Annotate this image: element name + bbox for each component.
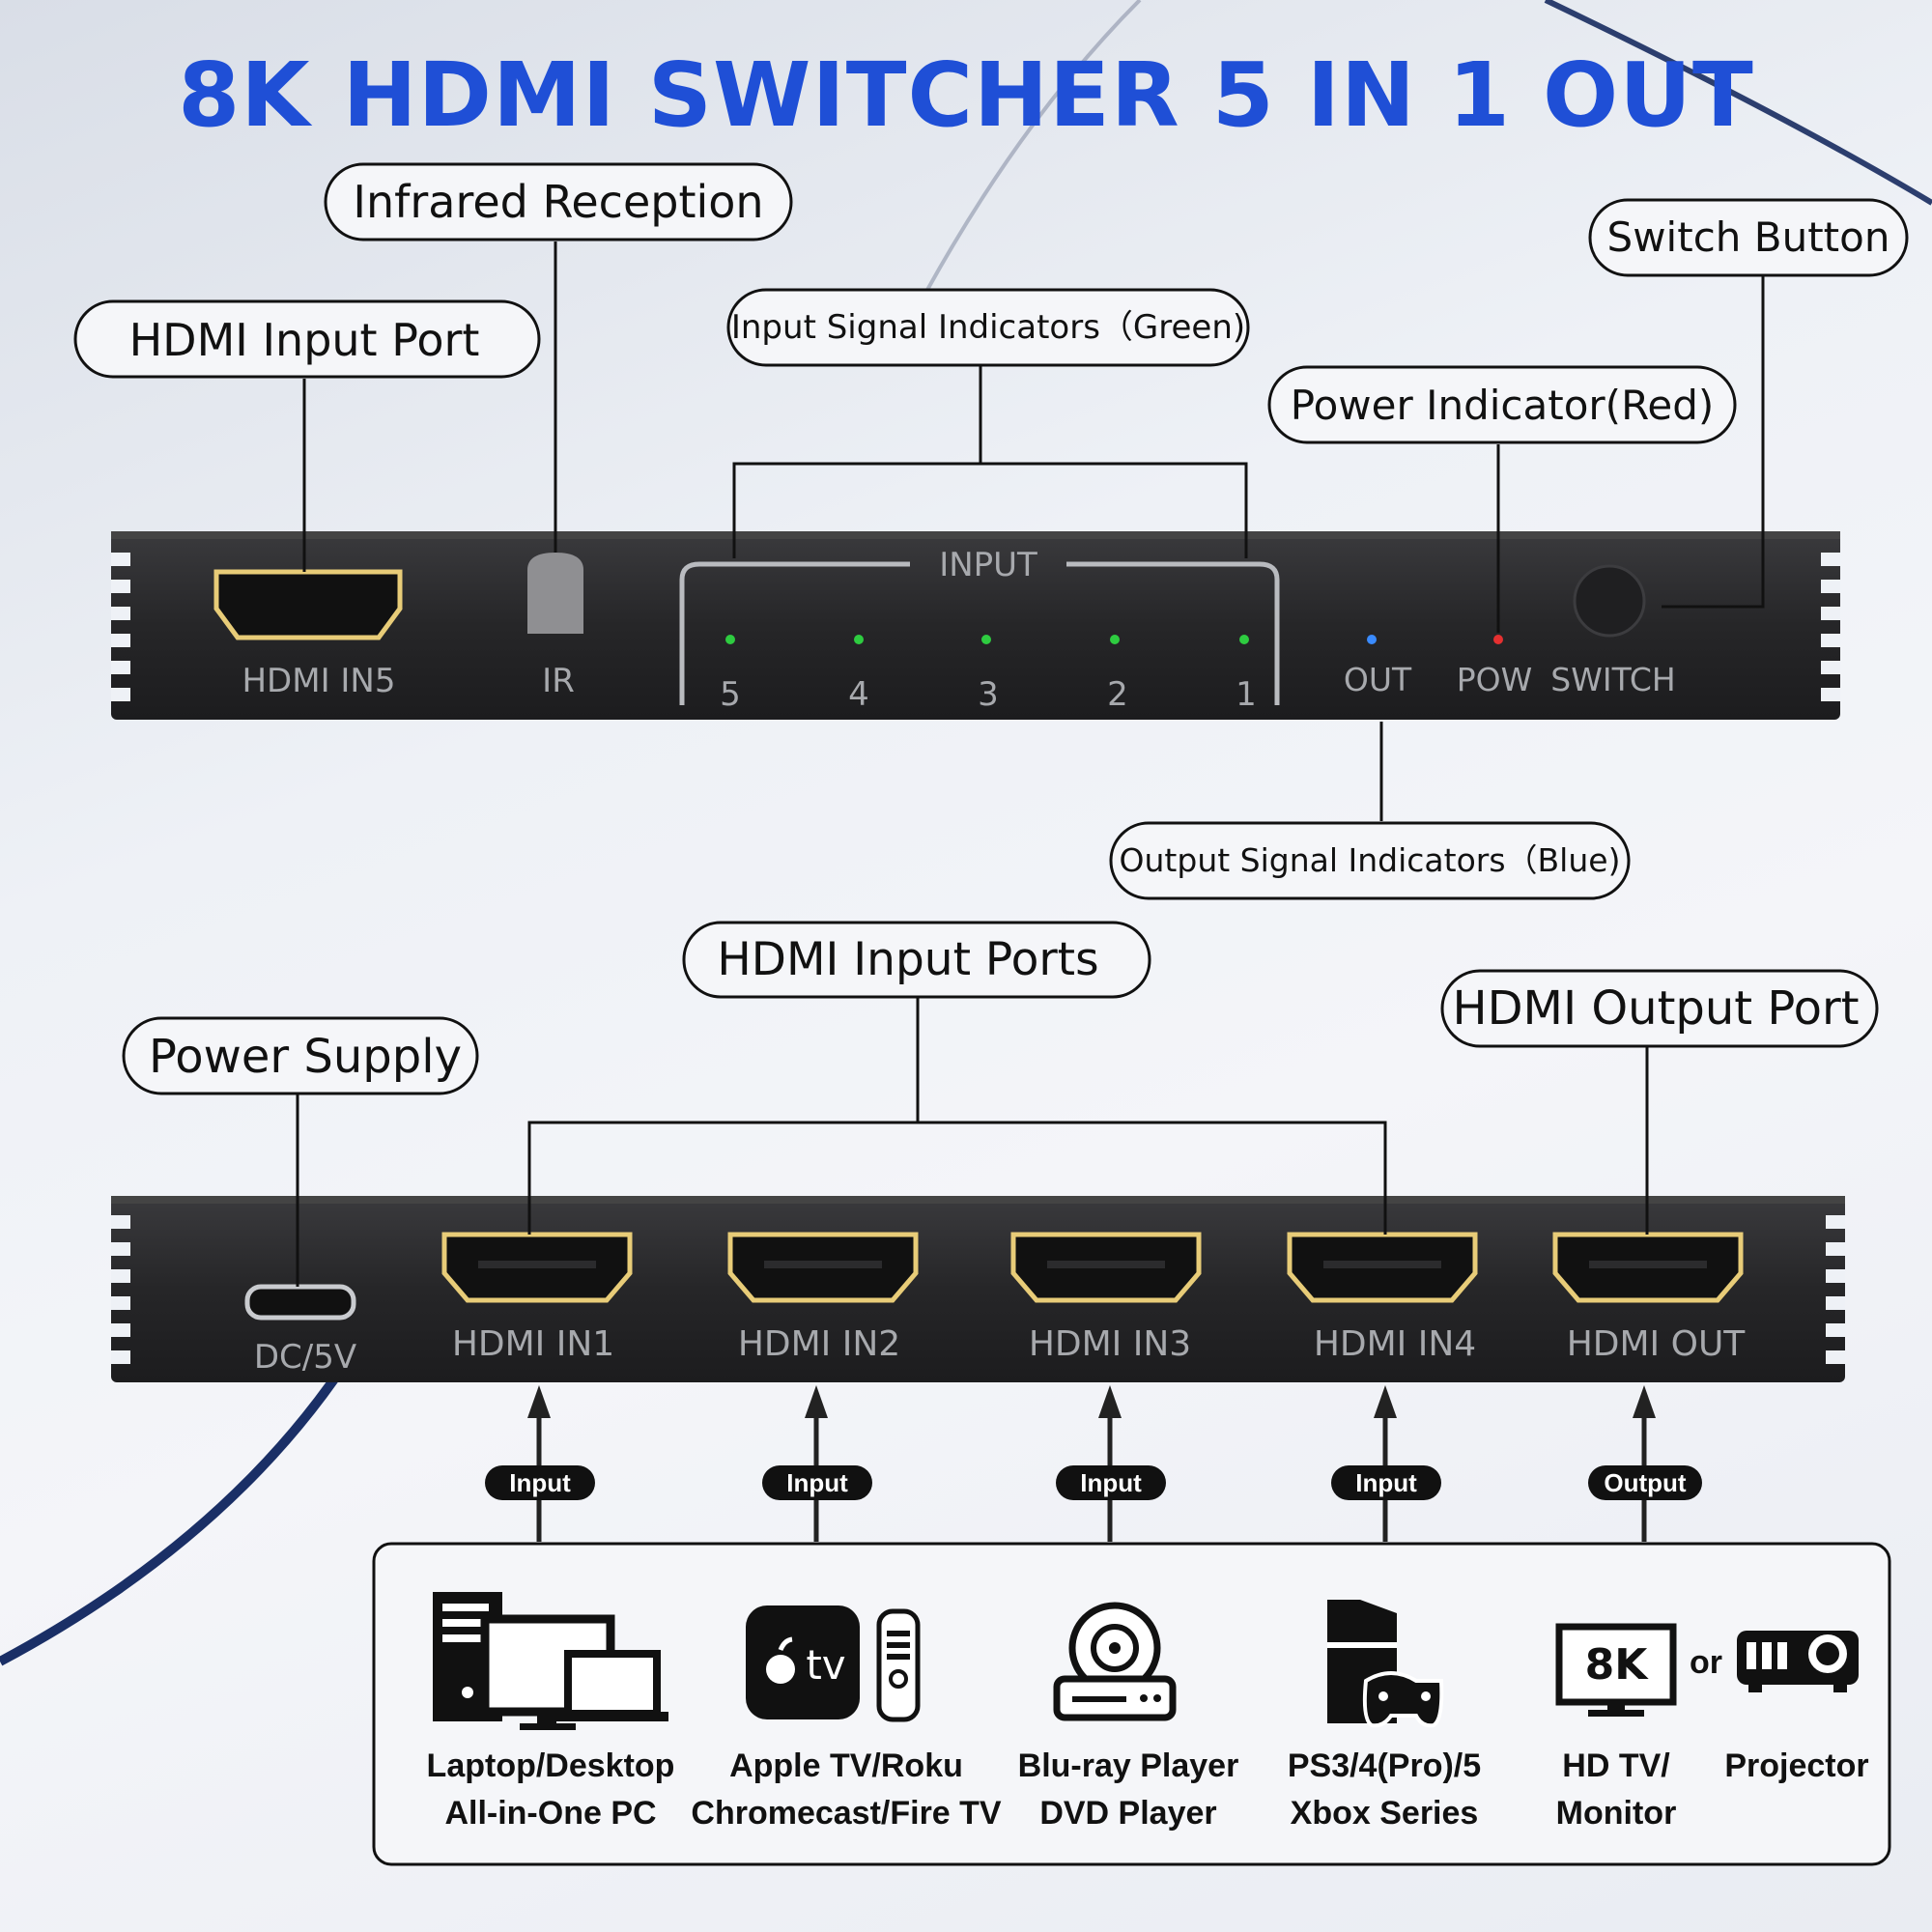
background-swoosh [925, 0, 1142, 291]
callout-hdmi-output-port: HDMI Output Port [1440, 969, 1879, 1048]
svg-text:HDMI Input Ports: HDMI Input Ports [717, 933, 1098, 986]
device-label-hdtv-1: HD TV/ [1562, 1747, 1670, 1784]
computer-icon [433, 1592, 668, 1730]
tv-logo-text: tv [806, 1641, 845, 1689]
or-text: or [1690, 1644, 1722, 1681]
front-panel: HDMI IN5 IR INPUT 5 4 3 2 1 OUT POW SWIT… [111, 531, 1840, 720]
ir-label: IR [542, 662, 575, 700]
channel-label-5: 5 [720, 675, 741, 714]
callout-power-supply: Power Supply [122, 1016, 479, 1095]
input-led-3 [981, 635, 991, 644]
flow-pill-5: Output [1588, 1465, 1702, 1500]
back-panel: DC/5V HDMI IN1 HDMI IN2 HDMI IN3 HDMI IN… [111, 1196, 1845, 1382]
hdmi-in1-label: HDMI IN1 [452, 1324, 614, 1364]
game-console-icon [1327, 1600, 1444, 1728]
pow-label: POW [1457, 661, 1533, 698]
callout-switch-button: Switch Button [1588, 198, 1909, 277]
device-label-appletv-2: Chromecast/Fire TV [691, 1795, 1002, 1832]
channel-label-4: 4 [848, 675, 869, 714]
input-label: INPUT [939, 546, 1037, 584]
svg-text:Output: Output [1604, 1468, 1687, 1497]
callout-infrared: Infrared Reception [324, 162, 793, 242]
out-label: OUT [1344, 661, 1412, 698]
input-led-2 [1110, 635, 1120, 644]
tv-monitor-icon: 8K [1555, 1623, 1677, 1717]
bluray-player-icon [1053, 1602, 1177, 1721]
projector-icon [1737, 1631, 1859, 1692]
flow-arrowheads [527, 1385, 1656, 1418]
flow-pill-4: Input [1331, 1465, 1441, 1500]
arrow-up-icon [1633, 1385, 1656, 1418]
device-label-projector: Projector [1724, 1747, 1868, 1784]
channel-label-3: 3 [978, 675, 999, 714]
dc-label: DC/5V [254, 1338, 356, 1377]
arrow-up-icon [1098, 1385, 1122, 1418]
device-label-laptop-1: Laptop/Desktop [427, 1747, 675, 1784]
svg-text:Power Indicator(Red): Power Indicator(Red) [1291, 382, 1715, 429]
arrow-up-icon [805, 1385, 828, 1418]
hdmi-in3-label: HDMI IN3 [1029, 1324, 1191, 1364]
device-label-laptop-2: All-in-One PC [444, 1795, 656, 1832]
callout-output-signal: Output Signal Indicators（Blue) [1109, 821, 1631, 900]
svg-text:HDMI Input Port: HDMI Input Port [129, 314, 480, 366]
svg-text:Input Signal Indicators（Green): Input Signal Indicators（Green) [731, 308, 1245, 347]
callout-input-signal: Input Signal Indicators（Green) [726, 288, 1250, 367]
callout-hdmi-input-ports: HDMI Input Ports [682, 921, 1151, 999]
input-led-4 [854, 635, 864, 644]
hdmi-in4-label: HDMI IN4 [1314, 1324, 1476, 1364]
device-label-console-1: PS3/4(Pro)/5 [1288, 1747, 1481, 1784]
arrow-up-icon [1374, 1385, 1397, 1418]
device-label-bluray-1: Blu-ray Player [1018, 1747, 1239, 1784]
device-label-hdtv-2: Monitor [1556, 1795, 1677, 1832]
hdmi-in5-port [213, 569, 403, 640]
arrow-up-icon [527, 1385, 551, 1418]
page-title: 8K HDMI SWITCHER 5 IN 1 OUT [178, 43, 1753, 147]
device-label-bluray-2: DVD Player [1039, 1795, 1216, 1832]
callout-hdmi-input-port: HDMI Input Port [73, 299, 541, 379]
callout-power-indicator: Power Indicator(Red) [1267, 365, 1737, 444]
svg-text:Input: Input [1355, 1468, 1417, 1497]
switch-label: SWITCH [1550, 661, 1675, 698]
badge-8k: 8K [1585, 1640, 1650, 1690]
flow-pill-1: Input [485, 1465, 595, 1500]
input-led-1 [1239, 635, 1249, 644]
channel-label-1: 1 [1236, 675, 1257, 714]
channel-label-2: 2 [1107, 675, 1128, 714]
flow-pill-3: Input [1056, 1465, 1166, 1500]
device-label-appletv-1: Apple TV/Roku [729, 1747, 963, 1784]
power-led [1493, 635, 1503, 644]
apple-tv-icon: tv [746, 1605, 921, 1722]
svg-text:HDMI Output Port: HDMI Output Port [1452, 981, 1859, 1036]
back-callout-lines [296, 997, 1649, 1287]
switch-button [1573, 564, 1646, 638]
svg-text:Output Signal Indicators（Blue): Output Signal Indicators（Blue) [1120, 841, 1621, 879]
svg-text:Input: Input [786, 1468, 848, 1497]
svg-text:Input: Input [509, 1468, 571, 1497]
svg-text:Infrared Reception: Infrared Reception [353, 176, 763, 228]
hdmi-in2-label: HDMI IN2 [738, 1324, 900, 1364]
svg-text:Power Supply: Power Supply [149, 1030, 462, 1084]
flow-pill-2: Input [762, 1465, 872, 1500]
usb-c-power-port [244, 1284, 356, 1321]
device-label-console-2: Xbox Series [1291, 1795, 1479, 1832]
svg-text:Input: Input [1080, 1468, 1142, 1497]
ir-window [527, 553, 583, 634]
svg-text:Switch Button: Switch Button [1607, 213, 1890, 261]
front-callout-lines [302, 242, 1765, 821]
hdmi-in5-label: HDMI IN5 [242, 662, 395, 700]
output-led [1367, 635, 1377, 644]
background-swoosh [1544, 0, 1932, 206]
input-led-5 [725, 635, 735, 644]
hdmi-out-label: HDMI OUT [1567, 1324, 1747, 1364]
